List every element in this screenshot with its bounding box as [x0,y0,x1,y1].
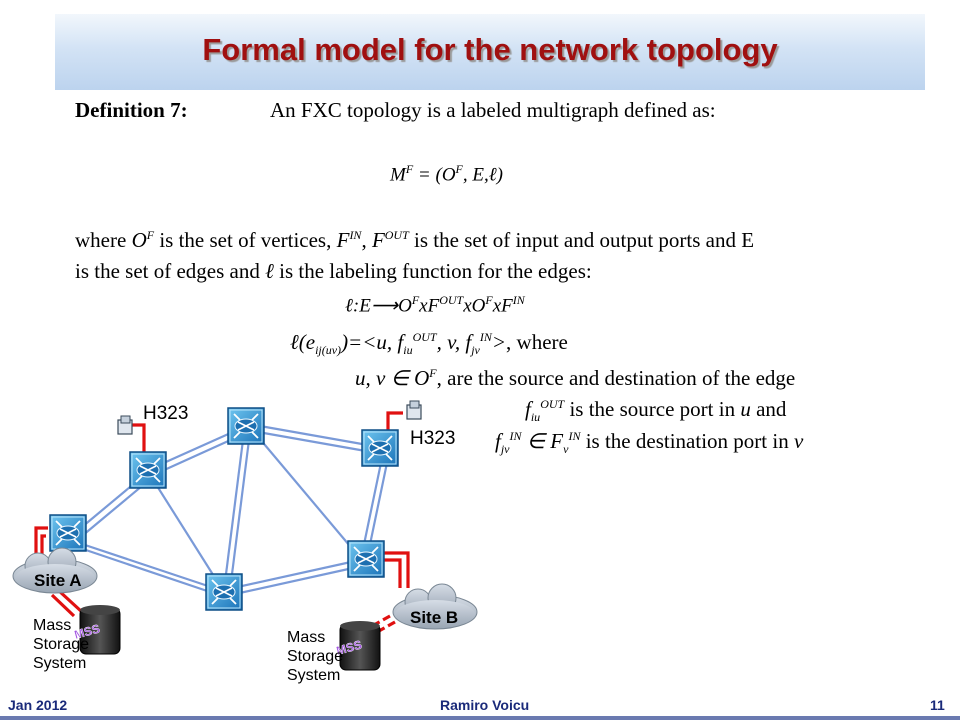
mass-storage-right-icon: MSS [334,621,381,671]
mass-storage-left-icon: MSS [72,605,121,655]
h323-left-label: H323 [143,403,189,424]
footer-date: Jan 2012 [8,697,68,713]
definition-intro: An FXC topology is a labeled multigraph … [270,98,716,122]
switch-lower-right [347,540,385,578]
h323-terminal-left-icon [117,415,133,435]
title-bar: Formal model for the network topology [55,14,925,90]
svg-text:MSS: MSS [73,622,102,642]
destination-port-line: fjvIN ∈ FvIN is the destination port in … [495,429,804,457]
svg-text:MSS: MSS [335,638,364,658]
footer-page-number: 11 [930,697,945,713]
switch-top [227,407,265,445]
switch-upper-left [129,451,167,489]
footer-author: Ramiro Voicu [440,697,530,713]
h323-terminal-right-icon [406,400,422,420]
definition-label: Definition 7: [75,98,188,122]
site-a-label: Site A [34,571,82,590]
labeling-function: ℓ:E⟶OFxFOUTxOFxFIN [345,293,525,317]
switch-left [49,514,87,552]
h323-right-label: H323 [410,428,456,449]
footer-line [0,716,960,720]
vertices-line: u, v ∈ OF, are the source and destinatio… [355,366,796,390]
site-b-cloud-icon [392,583,478,630]
switch-upper-right [361,429,399,467]
where-line-1: where OF is the set of vertices, FIN, FO… [75,228,755,252]
network-links [69,424,390,598]
mass-storage-right-label: Mass Storage System [287,629,344,684]
slide-title: Formal model for the network topology [202,32,778,67]
label-equation: ℓ(eij(uv))=<u, fiuOUT, v, fjvIN>, where [290,330,568,358]
where-line-2: is the set of edges and ℓ is the labelin… [75,259,592,283]
switch-bottom [205,573,243,611]
source-port-line: fiuOUT is the source port in u and [525,397,787,425]
mass-storage-left-label: Mass Storage System [33,617,90,672]
formula-main: MF = (OF, E,ℓ) [390,162,503,186]
site-b-label: Site B [410,608,458,627]
site-a-cloud-icon [12,547,98,594]
